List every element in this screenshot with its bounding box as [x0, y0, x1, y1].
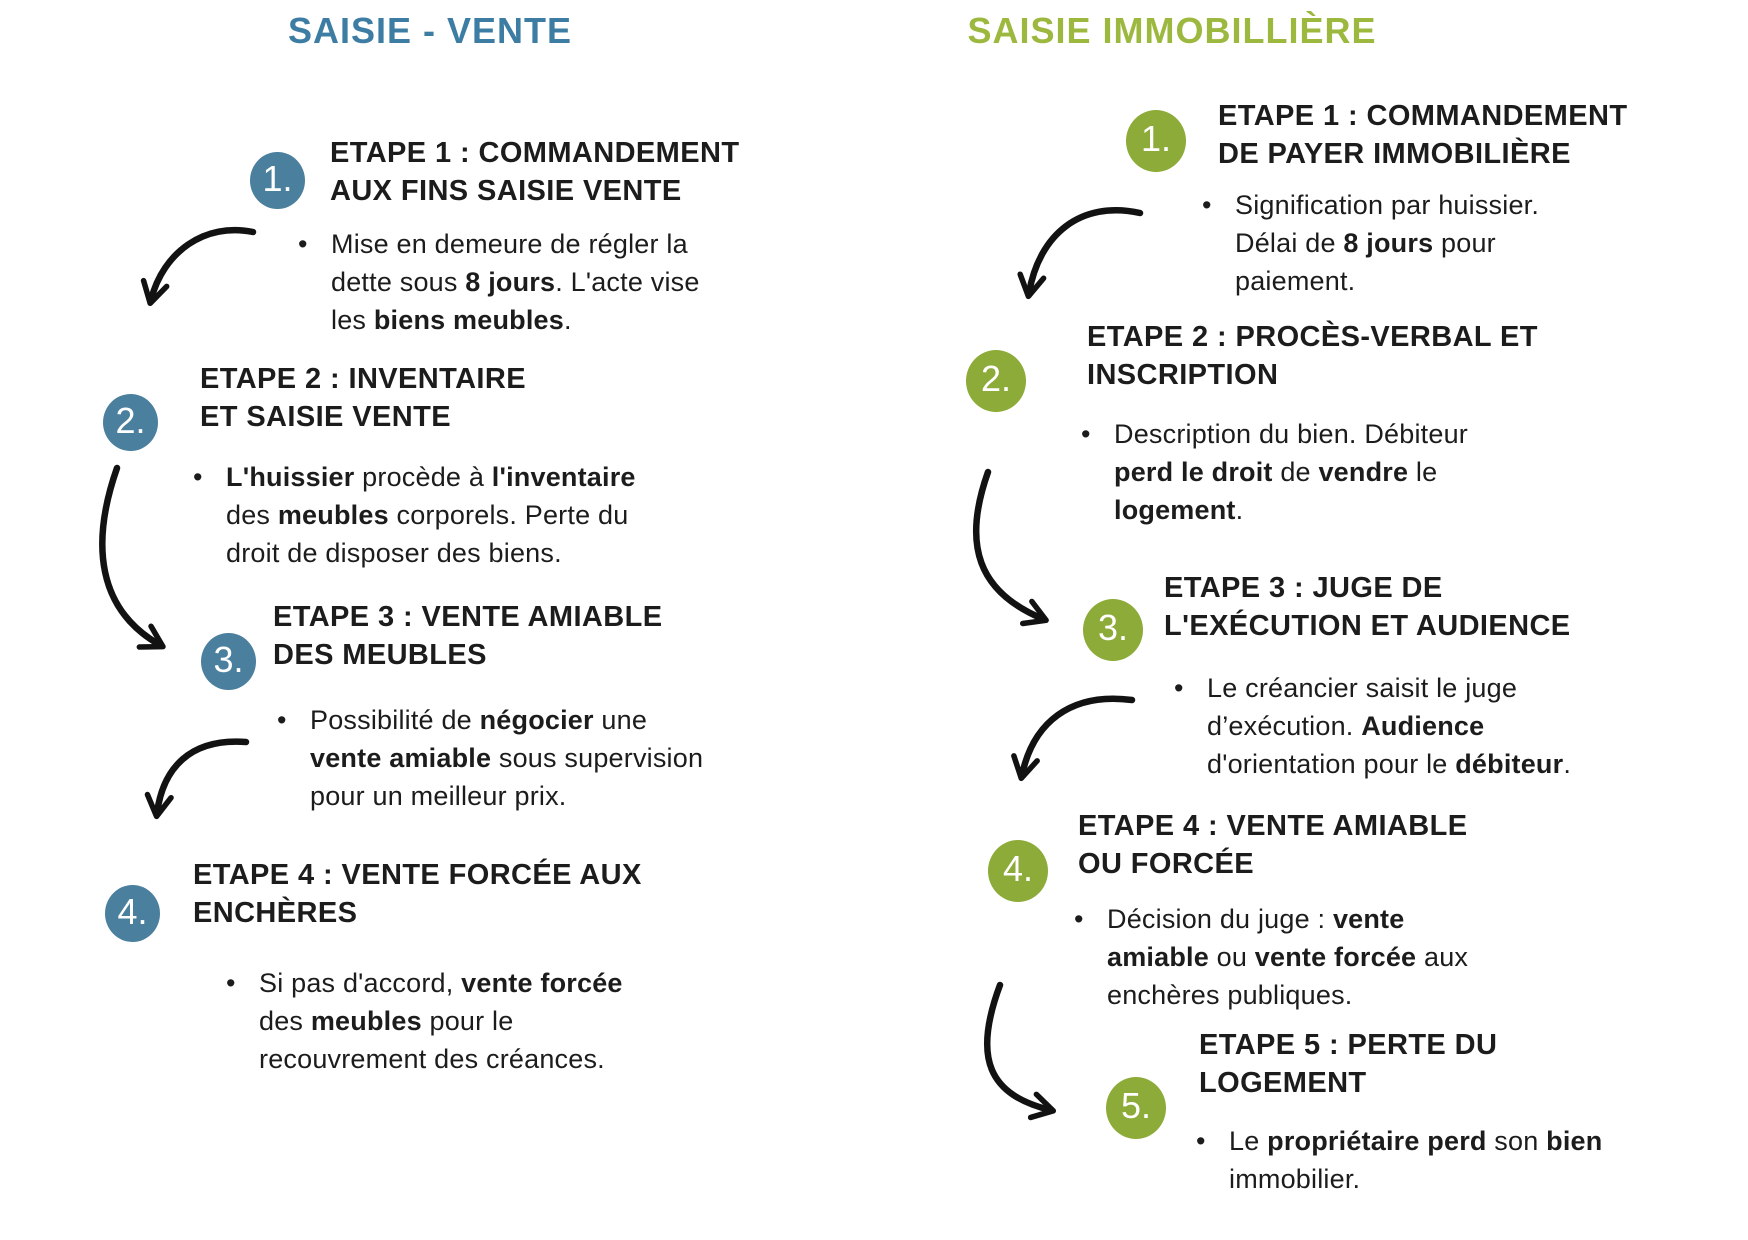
step-bullet-text-right-3: Le créancier saisit le juge d’exécution.…	[1207, 673, 1572, 779]
arrow-left-step3-step4	[144, 738, 250, 820]
arrow-left-step1-step2	[140, 226, 257, 307]
step-bullet-text-right-4: Décision du juge : vente amiable ou vent…	[1107, 904, 1469, 1010]
bullet-dot	[277, 701, 310, 739]
step-bullet-right-3: Le créancier saisit le juge d’exécution.…	[1174, 669, 1571, 783]
step-bullet-text-right-5: Le propriétaire perd son bien immobilier…	[1229, 1126, 1603, 1194]
bullet-dot	[1174, 669, 1207, 707]
bullet-dot	[1202, 186, 1235, 224]
step-heading-left-3: ETAPE 3 : VENTE AMIABLE DES MEUBLES	[273, 601, 663, 671]
step-bullet-text-right-2: Description du bien. Débiteur perd le dr…	[1114, 419, 1468, 525]
step-badge-left-2: 2.	[103, 394, 158, 451]
bullet-dot	[1074, 900, 1107, 938]
step-bullet-text-left-1: Mise en demeure de régler la dette sous …	[331, 229, 700, 335]
bullet-dot	[1081, 415, 1114, 453]
step-heading-right-5: ETAPE 5 : PERTE DU LOGEMENT	[1199, 1029, 1498, 1099]
step-badge-right-5: 5.	[1106, 1077, 1166, 1139]
bullet-dot	[298, 225, 331, 263]
step-bullet-right-1: Signification par huissier. Délai de 8 j…	[1202, 186, 1539, 300]
left-column-title: SAISIE - VENTE	[287, 10, 573, 51]
step-heading-right-2: ETAPE 2 : PROCÈS-VERBAL ET INSCRIPTION	[1087, 321, 1538, 391]
step-bullet-right-4: Décision du juge : vente amiable ou vent…	[1074, 900, 1468, 1014]
step-bullet-text-left-4: Si pas d'accord, vente forcée des meuble…	[259, 968, 623, 1074]
bullet-dot	[193, 458, 226, 496]
step-bullet-text-left-3: Possibilité de négocier une vente amiabl…	[310, 705, 704, 811]
step-badge-left-1: 1.	[250, 152, 305, 209]
step-bullet-text-right-1: Signification par huissier. Délai de 8 j…	[1235, 190, 1540, 296]
step-heading-right-3: ETAPE 3 : JUGE DE L'EXÉCUTION ET AUDIENC…	[1164, 572, 1571, 642]
step-heading-right-4: ETAPE 4 : VENTE AMIABLE OU FORCÉE	[1078, 810, 1468, 880]
step-bullet-text-left-2: L'huissier procède à l'inventaire des me…	[226, 462, 636, 568]
step-badge-right-4: 4.	[988, 840, 1048, 902]
right-column-title: SAISIE IMMOBILLIÈRE	[967, 10, 1377, 51]
arrow-left-step2-step3	[99, 464, 166, 650]
step-bullet-left-4: Si pas d'accord, vente forcée des meuble…	[226, 964, 623, 1078]
step-bullet-left-3: Possibilité de négocier une vente amiabl…	[277, 701, 703, 815]
step-heading-left-2: ETAPE 2 : INVENTAIRE ET SAISIE VENTE	[200, 363, 526, 433]
step-heading-right-1: ETAPE 1 : COMMANDEMENT DE PAYER IMMOBILI…	[1218, 100, 1628, 170]
step-heading-left-1: ETAPE 1 : COMMANDEMENT AUX FINS SAISIE V…	[330, 137, 740, 207]
step-badge-left-3: 3.	[201, 633, 256, 690]
step-bullet-right-5: Le propriétaire perd son bien immobilier…	[1196, 1122, 1602, 1198]
arrow-right-step3-step4	[1011, 695, 1136, 782]
arrow-right-step1-step2	[1017, 207, 1144, 300]
bullet-dot	[226, 964, 259, 1002]
step-badge-left-4: 4.	[105, 885, 160, 942]
step-bullet-left-2: L'huissier procède à l'inventaire des me…	[193, 458, 636, 572]
step-badge-right-2: 2.	[966, 350, 1026, 412]
step-bullet-left-1: Mise en demeure de régler la dette sous …	[298, 225, 700, 339]
step-badge-right-1: 1.	[1126, 110, 1186, 172]
step-heading-left-4: ETAPE 4 : VENTE FORCÉE AUX ENCHÈRES	[193, 859, 642, 929]
step-badge-right-3: 3.	[1083, 599, 1143, 661]
step-bullet-right-2: Description du bien. Débiteur perd le dr…	[1081, 415, 1468, 529]
arrow-right-step2-step3	[973, 468, 1049, 627]
bullet-dot	[1196, 1122, 1229, 1160]
arrow-right-step4-step5	[983, 981, 1057, 1121]
